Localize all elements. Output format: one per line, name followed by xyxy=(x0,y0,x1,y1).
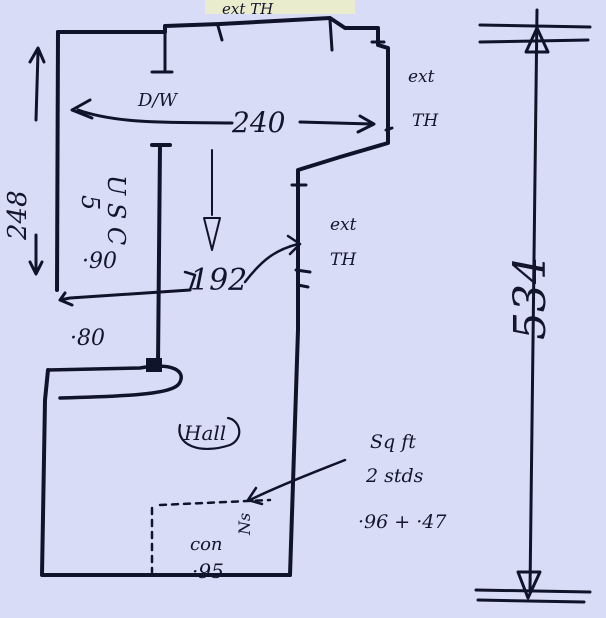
dim-80-line xyxy=(58,288,192,307)
lower-room-top-wall xyxy=(46,364,183,400)
highlighter-strip xyxy=(205,0,355,14)
dim-240-text: 240 xyxy=(231,106,285,139)
label-sq-3: ·96 + ·47 xyxy=(358,511,447,533)
con-dashed-box xyxy=(150,498,272,574)
dim-248-text: 248 xyxy=(3,190,33,241)
dim-534-line xyxy=(474,8,592,604)
dim-240-line xyxy=(76,108,374,126)
sqft-pointer xyxy=(246,458,347,506)
dim-534-arrowheads xyxy=(516,26,550,600)
label-use-2: 5 xyxy=(76,195,104,210)
label-con-2: ·95 xyxy=(192,559,224,583)
label-ext-right-2: TH xyxy=(412,111,439,131)
label-con-side: Ns xyxy=(235,513,254,536)
label-ext-top: ext TH xyxy=(222,0,274,18)
outer-wall-left xyxy=(55,30,60,292)
mid-wall-ticks xyxy=(290,183,312,289)
label-use-1: U S C xyxy=(102,175,130,245)
label-con-1: con xyxy=(190,534,223,555)
hall-circle xyxy=(178,416,241,450)
label-sq-2: 2 stds xyxy=(365,465,424,487)
wall-junction xyxy=(146,358,162,372)
dim-240-arrowheads xyxy=(70,98,376,134)
interior-partition xyxy=(150,143,172,367)
dim-192-text: 192 xyxy=(190,263,247,298)
partition-ticks xyxy=(150,18,394,132)
dim-192-bracket xyxy=(183,270,197,292)
outer-wall-top-room xyxy=(40,16,390,577)
down-arrow xyxy=(203,149,221,251)
dim-534-text: 534 xyxy=(505,256,556,340)
label-ext-mid-1: ext xyxy=(330,215,357,235)
dim-248-line xyxy=(28,46,46,276)
dim-left-a: ·90 xyxy=(82,249,117,274)
label-ext-mid-2: TH xyxy=(330,250,357,270)
dim-192-pointer xyxy=(243,234,302,284)
label-hall: Hall xyxy=(183,421,226,445)
label-ext-right-1: ext xyxy=(408,67,435,87)
label-sq-1: Sq ft xyxy=(370,431,416,453)
dim-left-b: ·80 xyxy=(70,326,105,351)
label-dn: D/W xyxy=(137,90,178,111)
